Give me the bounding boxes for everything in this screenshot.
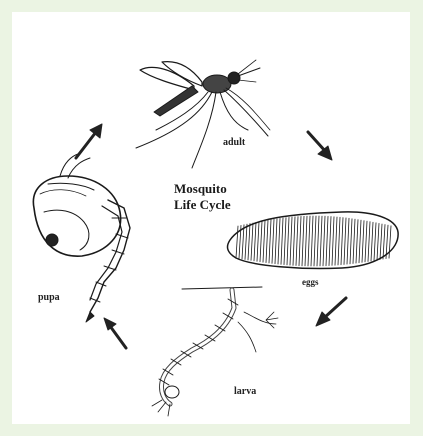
stage-label-larva: larva [234, 386, 256, 397]
stage-label-adult: adult [223, 137, 245, 148]
mosquito-life-cycle-illustration [12, 12, 410, 424]
diagram-title: Mosquito Life Cycle [174, 181, 231, 213]
arrow-eggs-to-larva [316, 298, 346, 326]
arrow-pupa-to-adult [76, 124, 102, 158]
stage-label-eggs: eggs [302, 277, 319, 287]
arrow-adult-to-eggs [308, 132, 332, 160]
diagram-card: Mosquito Life Cycle adult eggs larva pup… [12, 12, 410, 424]
adult-mosquito-drawing [136, 60, 270, 168]
arrow-larva-to-pupa [104, 318, 126, 348]
title-line-2: Life Cycle [174, 197, 231, 213]
title-line-1: Mosquito [174, 181, 231, 197]
larva-drawing [152, 287, 278, 416]
stage-label-pupa: pupa [38, 292, 60, 303]
eggs-raft-drawing [228, 212, 399, 269]
